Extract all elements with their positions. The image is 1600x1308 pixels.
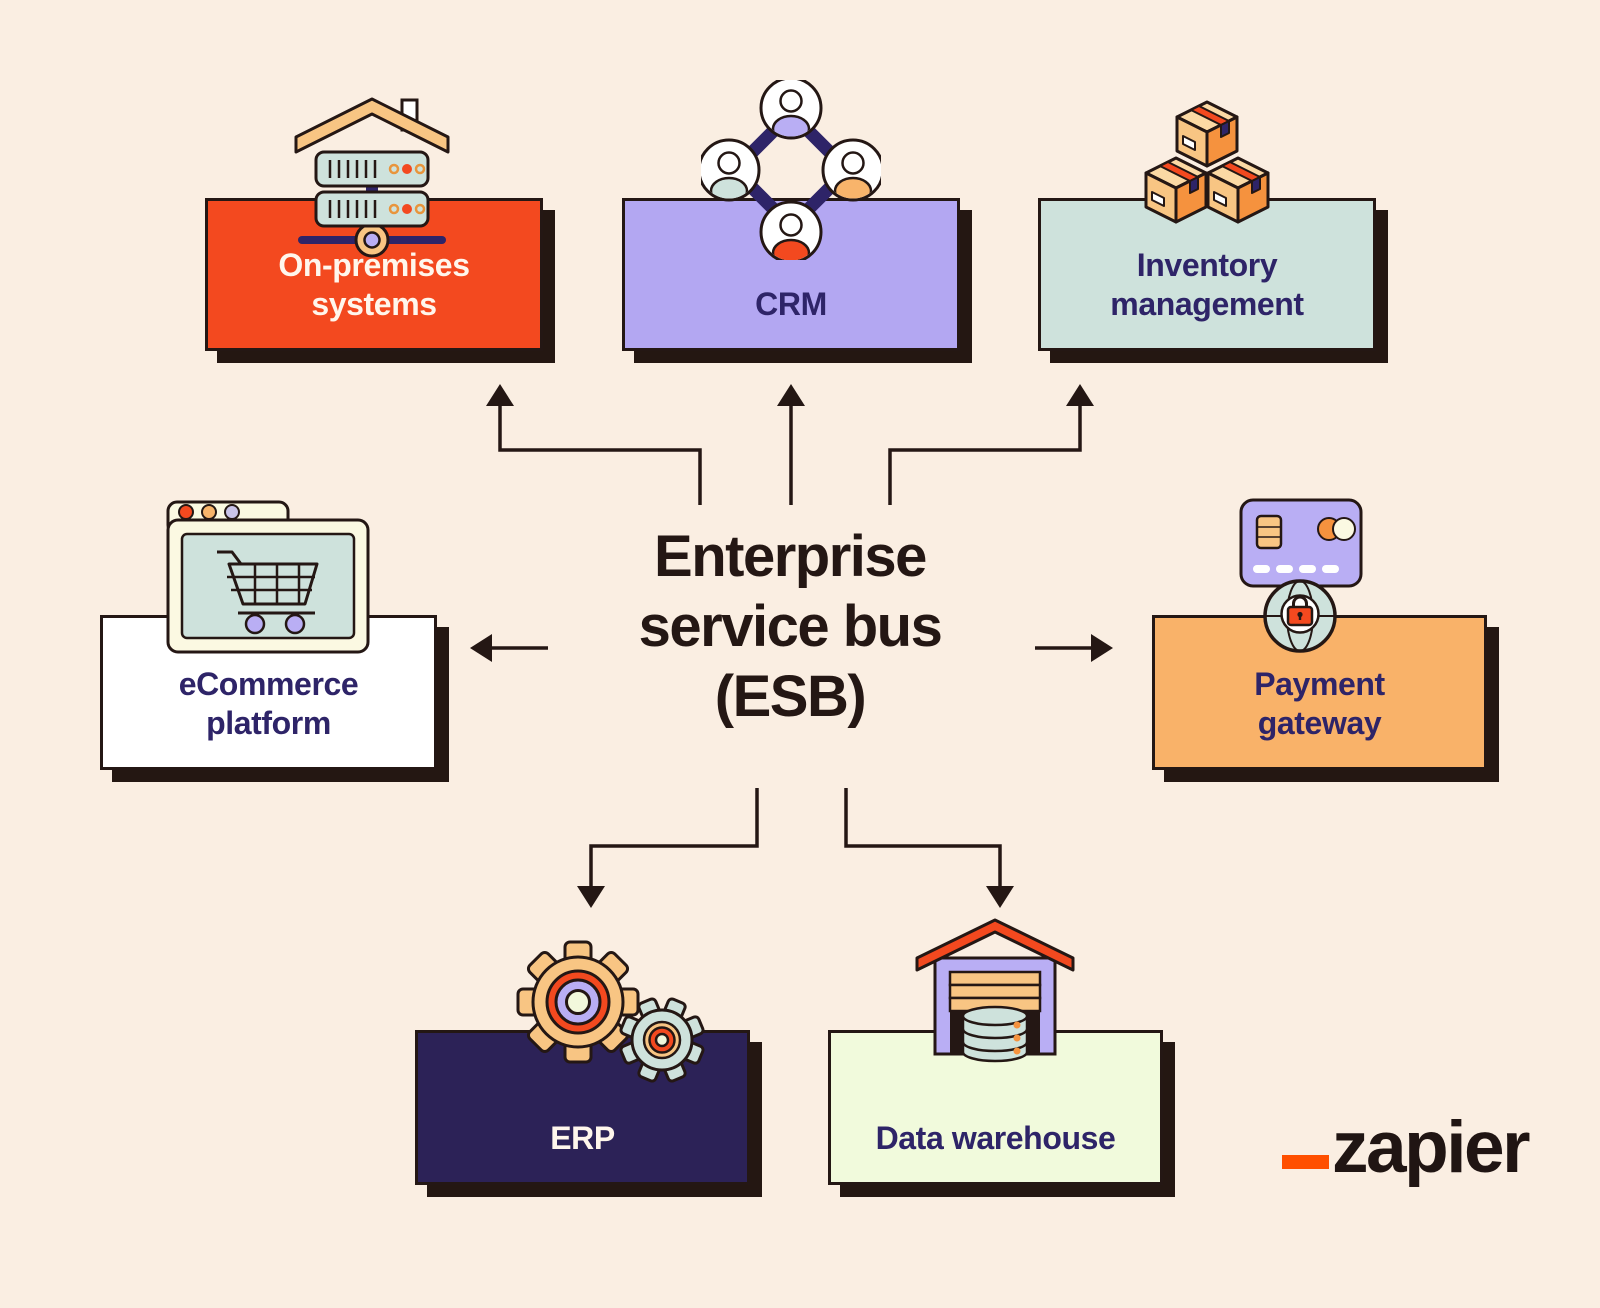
node-label: CRM — [755, 285, 827, 322]
arrow-esb-to-inventory — [888, 402, 1082, 505]
warehouse-icon — [915, 918, 1075, 1063]
node-label: eCommerce platform — [178, 665, 359, 741]
node-inventory-management: Inventory management — [1038, 198, 1376, 351]
arrowhead-crm — [777, 384, 805, 406]
zapier-logo: zapier — [1282, 1107, 1530, 1188]
arrowhead-inventory — [1066, 384, 1094, 406]
esb-title: Enterprise service bus (ESB) — [638, 524, 943, 730]
arrowhead-erp — [577, 886, 605, 908]
node-on-premises-systems: On-premises systems — [205, 198, 543, 351]
arrowhead-on-premises — [486, 384, 514, 406]
node-label: Data warehouse — [875, 1119, 1116, 1156]
zapier-wordmark: zapier — [1332, 1107, 1530, 1188]
node-label: Inventory management — [1110, 246, 1304, 322]
gears-icon — [516, 940, 705, 1083]
arrow-esb-to-erp — [589, 788, 759, 886]
node-label: ERP — [550, 1119, 615, 1156]
boxes-stack-icon — [1144, 100, 1270, 224]
arrow-esb-to-on-premises — [498, 402, 702, 505]
node-label: Payment gateway — [1254, 665, 1385, 741]
server-house-icon — [294, 97, 450, 258]
arrowhead-ecommerce — [470, 634, 492, 662]
node-label: On-premises systems — [278, 246, 470, 322]
browser-cart-icon — [166, 500, 370, 654]
card-globe-icon — [1239, 498, 1363, 653]
arrow-esb-to-data-warehouse — [844, 788, 1002, 886]
arrowhead-data-warehouse — [986, 886, 1014, 908]
arrowhead-payment — [1091, 634, 1113, 662]
people-network-icon — [701, 80, 881, 260]
zapier-underscore-mark — [1282, 1154, 1329, 1169]
